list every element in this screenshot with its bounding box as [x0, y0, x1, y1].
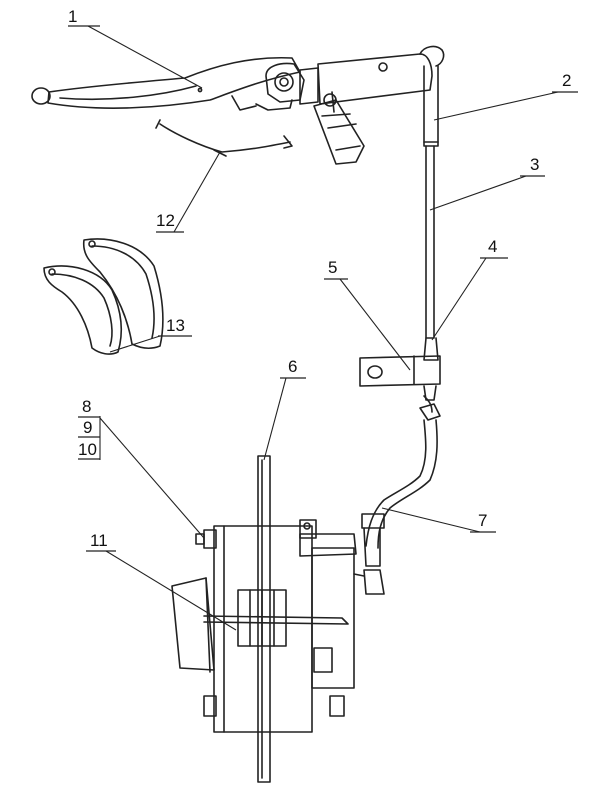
- callout-8: 8: [82, 397, 91, 416]
- brake-switch-icon: [155, 119, 293, 157]
- callout-1: 1: [68, 7, 77, 26]
- brake-pads-icon: [43, 238, 164, 355]
- brake-hose-icon: [361, 65, 441, 567]
- callout-12: 12: [156, 211, 175, 230]
- callout-7: 7: [478, 511, 487, 530]
- callout-2: 2: [562, 71, 571, 90]
- caliper-icon: [171, 519, 385, 733]
- hose-bracket-icon: [359, 355, 441, 401]
- callout-5: 5: [328, 258, 337, 277]
- leader-lines: [68, 25, 578, 631]
- callout-6: 6: [288, 357, 297, 376]
- callout-3: 3: [530, 155, 539, 174]
- master-cylinder-icon: [255, 45, 445, 165]
- callout-9: 9: [83, 418, 92, 437]
- brake-disc-icon: [257, 455, 271, 783]
- callout-13: 13: [166, 316, 185, 335]
- callout-10: 10: [78, 440, 97, 459]
- callout-11: 11: [90, 531, 108, 550]
- brake-lever-icon: [31, 56, 301, 111]
- callout-4: 4: [488, 237, 497, 256]
